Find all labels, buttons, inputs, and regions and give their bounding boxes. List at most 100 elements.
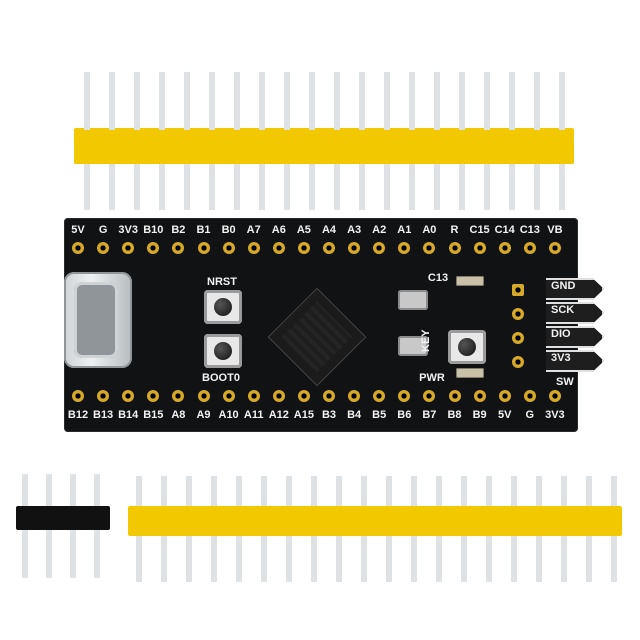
header-pin [559,164,565,210]
header-pin [534,72,540,130]
header-pin [459,164,465,210]
bottom-pin-pad [498,390,511,402]
top-pin-pad [398,242,411,254]
top-pin-label: C13 [519,224,540,236]
swd-pad-3v3 [512,356,524,368]
swd-pin-gnd [546,278,604,300]
top-pin-pad [348,242,361,254]
header-pin [461,476,467,506]
header-pin [486,476,492,506]
header-pin [484,72,490,130]
top-header-strip [0,70,640,230]
top-pin-label: A0 [422,224,437,236]
header-pin [134,72,140,130]
header-pin [484,164,490,210]
header-pin [386,476,392,506]
header-pin [184,72,190,130]
top-pin-pad [272,242,285,254]
header-pin [84,164,90,210]
bottom-pin-label: B14 [118,409,139,421]
header-pin [286,536,292,582]
boot0-label: BOOT0 [202,372,240,384]
bottom-pin-pad [297,390,310,402]
header-pin [611,536,617,582]
bottom-pin-pad [348,390,361,402]
header-pin [286,476,292,506]
top-pin-pad [222,242,235,254]
bottom-pin-label: B7 [422,409,437,421]
bottom-pin-label: G [525,409,535,421]
swd-pin-sck [546,302,604,324]
top-pin-label: 5V [71,224,85,236]
swd-label-3v3: 3V3 [551,352,571,364]
power-led [456,368,484,378]
bottom-pin-pad [147,390,160,402]
header-pin [209,164,215,210]
header-pin [334,164,340,210]
header-pin [309,164,315,210]
bottom-pin-label: A8 [171,409,186,421]
bottom-pin-label: 3V3 [545,409,565,421]
bottom-pin-label: B4 [347,409,362,421]
top-header-strip-graphic [74,72,574,210]
header-pin [134,164,140,210]
header-pin [209,72,215,130]
swd-label-sck: SCK [551,304,575,316]
header-pin [334,72,340,130]
header-pin [311,476,317,506]
top-pin-pad [323,242,335,254]
top-pin-pad [523,242,536,254]
top-pin-pad [97,242,110,254]
header-pin [236,536,242,582]
header-pin [284,72,290,130]
header-pin [409,72,415,130]
key-label: KEY [420,329,432,352]
bottom-pin-label: B9 [472,409,487,421]
small-header-pin [22,530,28,578]
top-pin-pad [373,242,386,254]
header-pin [434,164,440,210]
bottom-pin-label: B13 [93,409,114,421]
header-pin [461,536,467,582]
header-pin [359,72,365,130]
header-pin [161,476,167,506]
header-pin [359,164,365,210]
nrst-label: NRST [207,276,237,288]
header-pin [236,476,242,506]
swd-pad-gnd [512,284,524,296]
small-header-pin [70,474,76,506]
top-pin-pad [448,242,461,254]
top-pin-label: 3V3 [118,224,138,236]
header-pin [409,164,415,210]
header-pin [109,72,115,130]
bottom-pin-pad [373,390,386,402]
header-pin [611,476,617,506]
top-pin-label: B2 [171,224,186,236]
key-button[interactable] [448,330,486,364]
small-header-pin [94,474,100,506]
header-pin [261,476,267,506]
swd-pin-3v3 [546,350,604,372]
top-pin-label: R [450,224,459,236]
bottom-pin-pad [222,390,235,402]
sw-label: SW [556,376,574,388]
top-pin-pad [247,242,260,254]
bottom-pin-pad [72,390,84,402]
top-pin-label: A2 [372,224,387,236]
reset-button[interactable] [204,290,242,324]
usb-c-port-icon [64,272,132,368]
small-header-pin [22,474,28,506]
header-pin [211,476,217,506]
bottom-pin-pad [398,390,411,402]
top-pin-pad [72,242,84,254]
bottom-pin-label: A12 [268,409,289,421]
header-pin [336,476,342,506]
bottom-pin-label: B12 [67,409,89,421]
boot-button[interactable] [204,334,242,368]
bottom-header-strips [0,458,640,618]
header-pin [486,536,492,582]
header-pin [184,164,190,210]
top-pin-label: C14 [494,224,515,236]
header-pin [361,476,367,506]
swd-pin-dio [546,326,604,348]
